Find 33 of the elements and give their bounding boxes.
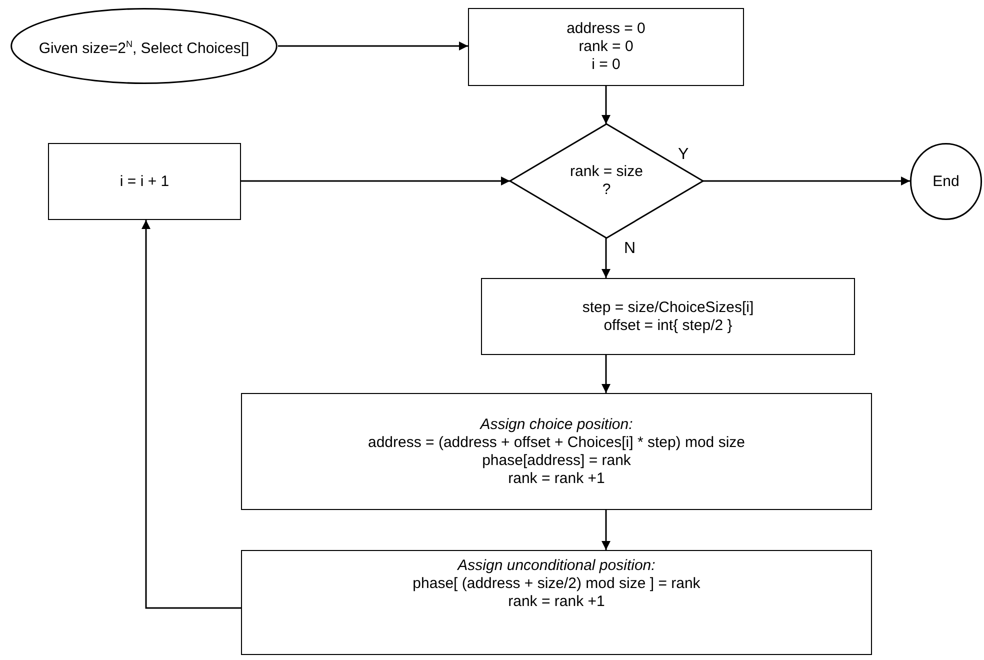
process-box	[48, 143, 241, 220]
node-text: End	[932, 172, 960, 190]
node-text: rank = rank +1	[508, 470, 605, 488]
node-text: address = (address + offset + Choices[i] * step) mod size	[368, 434, 745, 452]
node-text: Given size=2$^{N}$, Select Choices[]	[38, 38, 250, 58]
decision-diamond	[510, 124, 703, 238]
node-text: step = size/ChoiceSizes[i]	[582, 298, 754, 316]
arrow	[602, 86, 610, 124]
node-text: phase[address] = rank	[482, 452, 631, 470]
node-text: rank = 0	[578, 38, 634, 56]
node-text: i = i + 1	[120, 172, 170, 190]
start-ellipse	[10, 8, 278, 84]
arrow	[602, 510, 610, 550]
process-box	[481, 278, 855, 355]
node-text: rank = size	[570, 163, 643, 181]
node-text: ?	[602, 181, 611, 199]
step-heading: Assign choice position:	[480, 416, 633, 434]
node-text: address = 0	[566, 20, 646, 38]
arrow	[703, 176, 910, 186]
arrow	[602, 238, 610, 278]
step-heading: Assign unconditional position:	[458, 557, 656, 575]
process-box	[241, 550, 872, 655]
node-text: offset = int{ step/2 }	[604, 316, 732, 334]
arrow	[278, 42, 468, 50]
arrow	[602, 355, 610, 393]
arrow	[142, 220, 241, 609]
arrow	[241, 176, 510, 186]
node-text: rank = rank +1	[508, 593, 605, 611]
node-text: i = 0	[592, 56, 620, 74]
process-box	[468, 8, 744, 86]
process-box	[241, 393, 872, 510]
node-text: phase[ (address + size/2) mod size ] = rank	[412, 575, 700, 593]
end-circle	[910, 143, 982, 220]
